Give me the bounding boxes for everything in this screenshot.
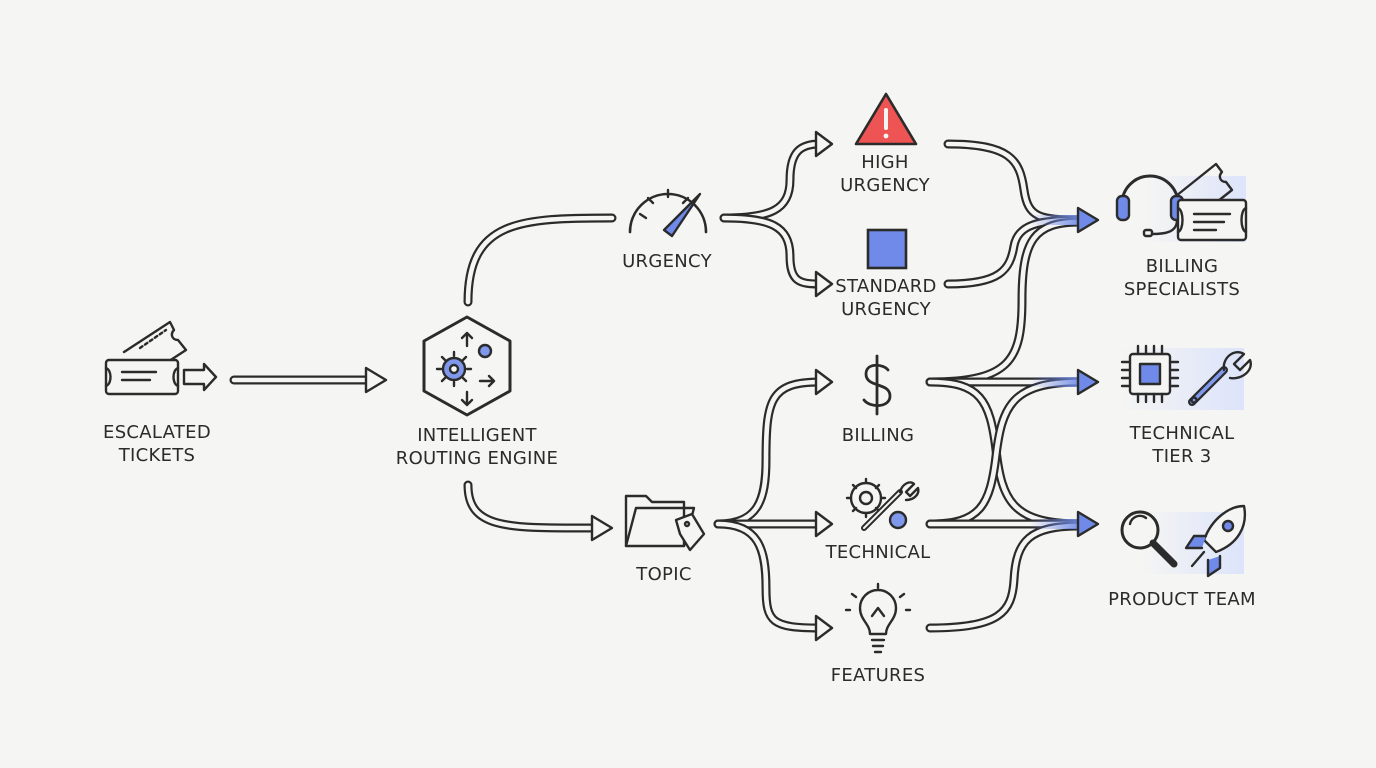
standard-urgency-label: STANDARD URGENCY [816, 275, 956, 321]
topic-label: TOPIC [614, 563, 714, 586]
label-line: TIER 3 [1152, 446, 1212, 467]
square-icon [866, 228, 908, 270]
label-line: BILLING [841, 425, 915, 446]
chip-wrench-icon [1120, 344, 1252, 406]
billing-specialists-label: BILLING SPECIALISTS [1108, 255, 1256, 301]
high-urgency-label: HIGH URGENCY [820, 151, 950, 197]
technical-tier3-label: TECHNICAL TIER 3 [1112, 422, 1252, 468]
technical-label: TECHNICAL [812, 541, 944, 564]
blue-trail-2 [1030, 377, 1084, 387]
label-line: URGENCY [840, 175, 930, 196]
label-line: FEATURES [830, 665, 926, 686]
routing-engine-label: INTELLIGENT ROUTING ENGINE [392, 424, 562, 470]
flow-pipes [229, 139, 1085, 633]
label-line: HIGH [861, 152, 909, 173]
label-line: TOPIC [636, 564, 692, 585]
label-line: BILLING [1145, 256, 1219, 277]
dollar-icon [862, 354, 892, 416]
label-line: URGENCY [841, 299, 931, 320]
gauge-icon [628, 188, 708, 238]
label-line: TICKETS [118, 445, 196, 466]
label-line: URGENCY [622, 251, 712, 272]
arrow-heads [364, 130, 1100, 642]
magnifier-rocket-icon [1120, 504, 1247, 578]
lightbulb-icon [844, 582, 912, 654]
folder-tag-icon [624, 494, 706, 552]
label-line: TECHNICAL [825, 542, 931, 563]
blue-trail-3 [1030, 519, 1084, 529]
label-line: INTELLIGENT [417, 425, 537, 446]
gears-hexagon-icon [422, 315, 512, 417]
billing-label: BILLING [822, 424, 934, 447]
label-line: ROUTING ENGINE [395, 448, 559, 469]
label-line: TECHNICAL [1129, 423, 1235, 444]
label-line: PRODUCT TEAM [1108, 589, 1256, 610]
ticket-icon [104, 320, 218, 396]
label-line: ESCALATED [103, 422, 211, 443]
label-line: STANDARD [835, 276, 937, 297]
gear-wrench-icon [845, 477, 920, 531]
blue-trail-1 [1030, 215, 1084, 225]
escalated-tickets-label: ESCALATED TICKETS [86, 421, 228, 467]
warning-triangle-icon [854, 92, 918, 146]
headset-ticket-icon [1115, 162, 1248, 242]
product-team-label: PRODUCT TEAM [1100, 588, 1264, 611]
urgency-label: URGENCY [600, 250, 734, 273]
label-line: SPECIALISTS [1123, 279, 1241, 300]
features-label: FEATURES [816, 664, 940, 687]
